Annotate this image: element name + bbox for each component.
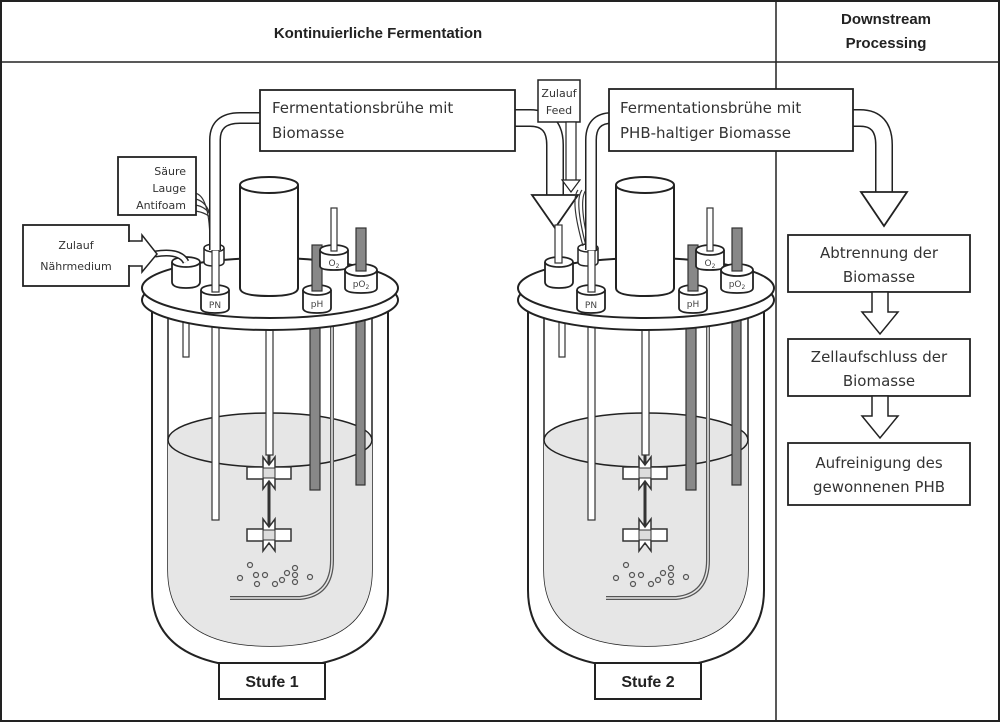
callout-additives: Säure Lauge Antifoam: [117, 156, 197, 216]
probe-label-pn: PN: [585, 301, 597, 311]
probe-label-po2: pO2: [729, 280, 746, 291]
callout-outflow-stage1: Fermentationsbrühe mit Biomasse: [259, 89, 580, 230]
stage1-label-box: [218, 662, 326, 700]
probe-label-o2: O2: [705, 259, 716, 270]
step2-line1: Zellaufschluss der: [811, 348, 948, 366]
po2-probe-rod: [731, 294, 742, 486]
pn-port: [200, 290, 230, 314]
step3-line1: Aufreinigung des: [815, 454, 943, 472]
outflow1-line2: Biomasse: [272, 124, 344, 142]
po2-probe-rod: [355, 294, 366, 486]
callout-feed-nutrient: Zulauf Nährmedium: [22, 224, 158, 287]
transfer-inlet-port: [544, 262, 574, 289]
step-box: [787, 442, 971, 506]
step1-line1: Abtrennung der: [820, 244, 939, 262]
feed-arrow-icon: [560, 179, 582, 193]
header-downstream-title-line1: Downstream: [841, 11, 931, 28]
down-arrow-icon: [860, 395, 900, 440]
callout-outflow-stage2: Fermentationsbrühe mit PHB-haltiger Biom…: [608, 88, 909, 228]
outflow1-line1: Fermentationsbrühe mit: [272, 99, 453, 117]
gas-bubbles: [236, 561, 314, 588]
probe-label-po2: pO2: [353, 280, 370, 291]
outflow2-line2: PHB-haltiger Biomasse: [620, 124, 791, 142]
outflow2-line1: Fermentationsbrühe mit: [620, 99, 801, 117]
pn-port: [576, 290, 606, 314]
step2-line2: Biomasse: [843, 372, 915, 390]
feed-inlet-tube: [154, 251, 188, 264]
stage1-label: Stufe 1: [245, 674, 298, 691]
downstream-steps: Abtrennung der Biomasse Zellaufschluss d…: [787, 234, 971, 506]
step3-line2: gewonnenen PHB: [813, 478, 945, 496]
motor-housing: [615, 185, 675, 298]
feed-port: [171, 262, 201, 289]
bioreactor-stage2: PN pH O2 pO2 Stufe 2: [517, 112, 775, 700]
feed2-label-line2: Feed: [546, 104, 572, 117]
stage2-label: Stufe 2: [621, 674, 674, 691]
header-downstream-title-line2: Processing: [846, 35, 927, 52]
gas-bubbles: [612, 561, 690, 588]
probe-label-ph: pH: [687, 300, 699, 310]
ph-port: [302, 290, 332, 314]
step1-line2: Biomasse: [843, 268, 915, 286]
feed-pipe: [211, 294, 220, 521]
feed-label-line2: Nährmedium: [40, 260, 111, 273]
feed-arrow-icon: [128, 232, 158, 275]
ph-port: [678, 290, 708, 314]
additive-base: Lauge: [152, 182, 186, 195]
feed2-label-line1: Zulauf: [541, 87, 577, 100]
stage2-label-box: [594, 662, 702, 700]
feed-pipe: [587, 294, 596, 521]
bioreactor-stage1: PN pH O2 pO2 Stufe 1: [141, 112, 399, 700]
additive-antifoam: Antifoam: [136, 199, 186, 212]
outflow-pipe-stage1: [210, 113, 262, 250]
probe-label-o2: O2: [329, 259, 340, 270]
transfer-arrow-icon: [530, 194, 580, 230]
header-fermentation-title: Kontinuierliche Fermentation: [274, 25, 482, 42]
callout-feed-stage2: Zulauf Feed: [537, 79, 582, 193]
probe-label-pn: PN: [209, 301, 221, 311]
feed-label-line1: Zulauf: [58, 239, 94, 252]
motor-housing: [239, 185, 299, 298]
probe-label-ph: pH: [311, 300, 323, 310]
down-arrow-icon: [860, 291, 900, 336]
transfer-arrow-icon: [859, 191, 909, 228]
additive-acid: Säure: [154, 165, 186, 178]
